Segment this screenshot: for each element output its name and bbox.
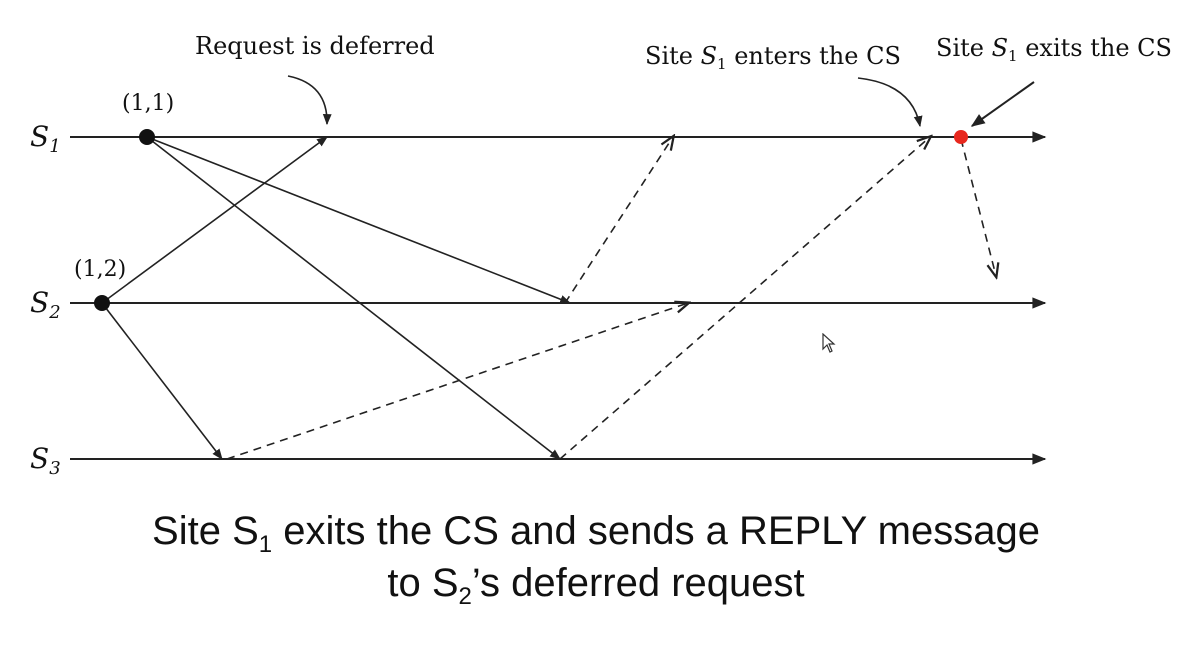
request-event-s2 bbox=[94, 295, 110, 311]
caption-line-1: Site S1 exits the CS and sends a REPLY m… bbox=[152, 509, 1040, 558]
request-event-s1 bbox=[139, 129, 155, 145]
request-s1-to-s2 bbox=[146, 136, 572, 304]
timestamp-s1: (1,1) bbox=[122, 91, 174, 116]
mutual-exclusion-diagram: S1 S2 S3 (1,1) (1,2) Request is deferred… bbox=[30, 32, 1172, 479]
annotation-arrow-exits bbox=[970, 81, 1035, 127]
cs-exit-event-s1 bbox=[954, 130, 968, 144]
request-s1-to-s3 bbox=[146, 136, 561, 460]
reply-s2-to-s1 bbox=[564, 137, 673, 304]
annotation-request-deferred: Request is deferred bbox=[195, 32, 435, 60]
mouse-pointer-icon bbox=[822, 333, 836, 353]
annotation-enters-cs: Site S1 enters the CS bbox=[645, 42, 901, 73]
request-s2-to-s3 bbox=[101, 302, 223, 460]
caption-line-2: to S2’s deferred request bbox=[387, 561, 805, 610]
process-label-s1: S1 bbox=[30, 120, 61, 157]
reply-s1-to-s2-deferred bbox=[960, 138, 996, 276]
reply-s3-to-s1 bbox=[559, 137, 930, 460]
annotation-arrow-enters bbox=[857, 77, 923, 128]
annotation-arrow-deferred bbox=[287, 75, 332, 126]
request-s2-to-s1 bbox=[101, 136, 328, 304]
timestamp-s2: (1,2) bbox=[74, 257, 126, 282]
process-label-s3: S3 bbox=[30, 442, 61, 479]
slide-caption: Site S1 exits the CS and sends a REPLY m… bbox=[0, 505, 1192, 609]
annotation-exits-cs: Site S1 exits the CS bbox=[936, 34, 1172, 65]
process-label-s2: S2 bbox=[30, 286, 61, 323]
reply-s3-to-s2 bbox=[226, 303, 688, 460]
